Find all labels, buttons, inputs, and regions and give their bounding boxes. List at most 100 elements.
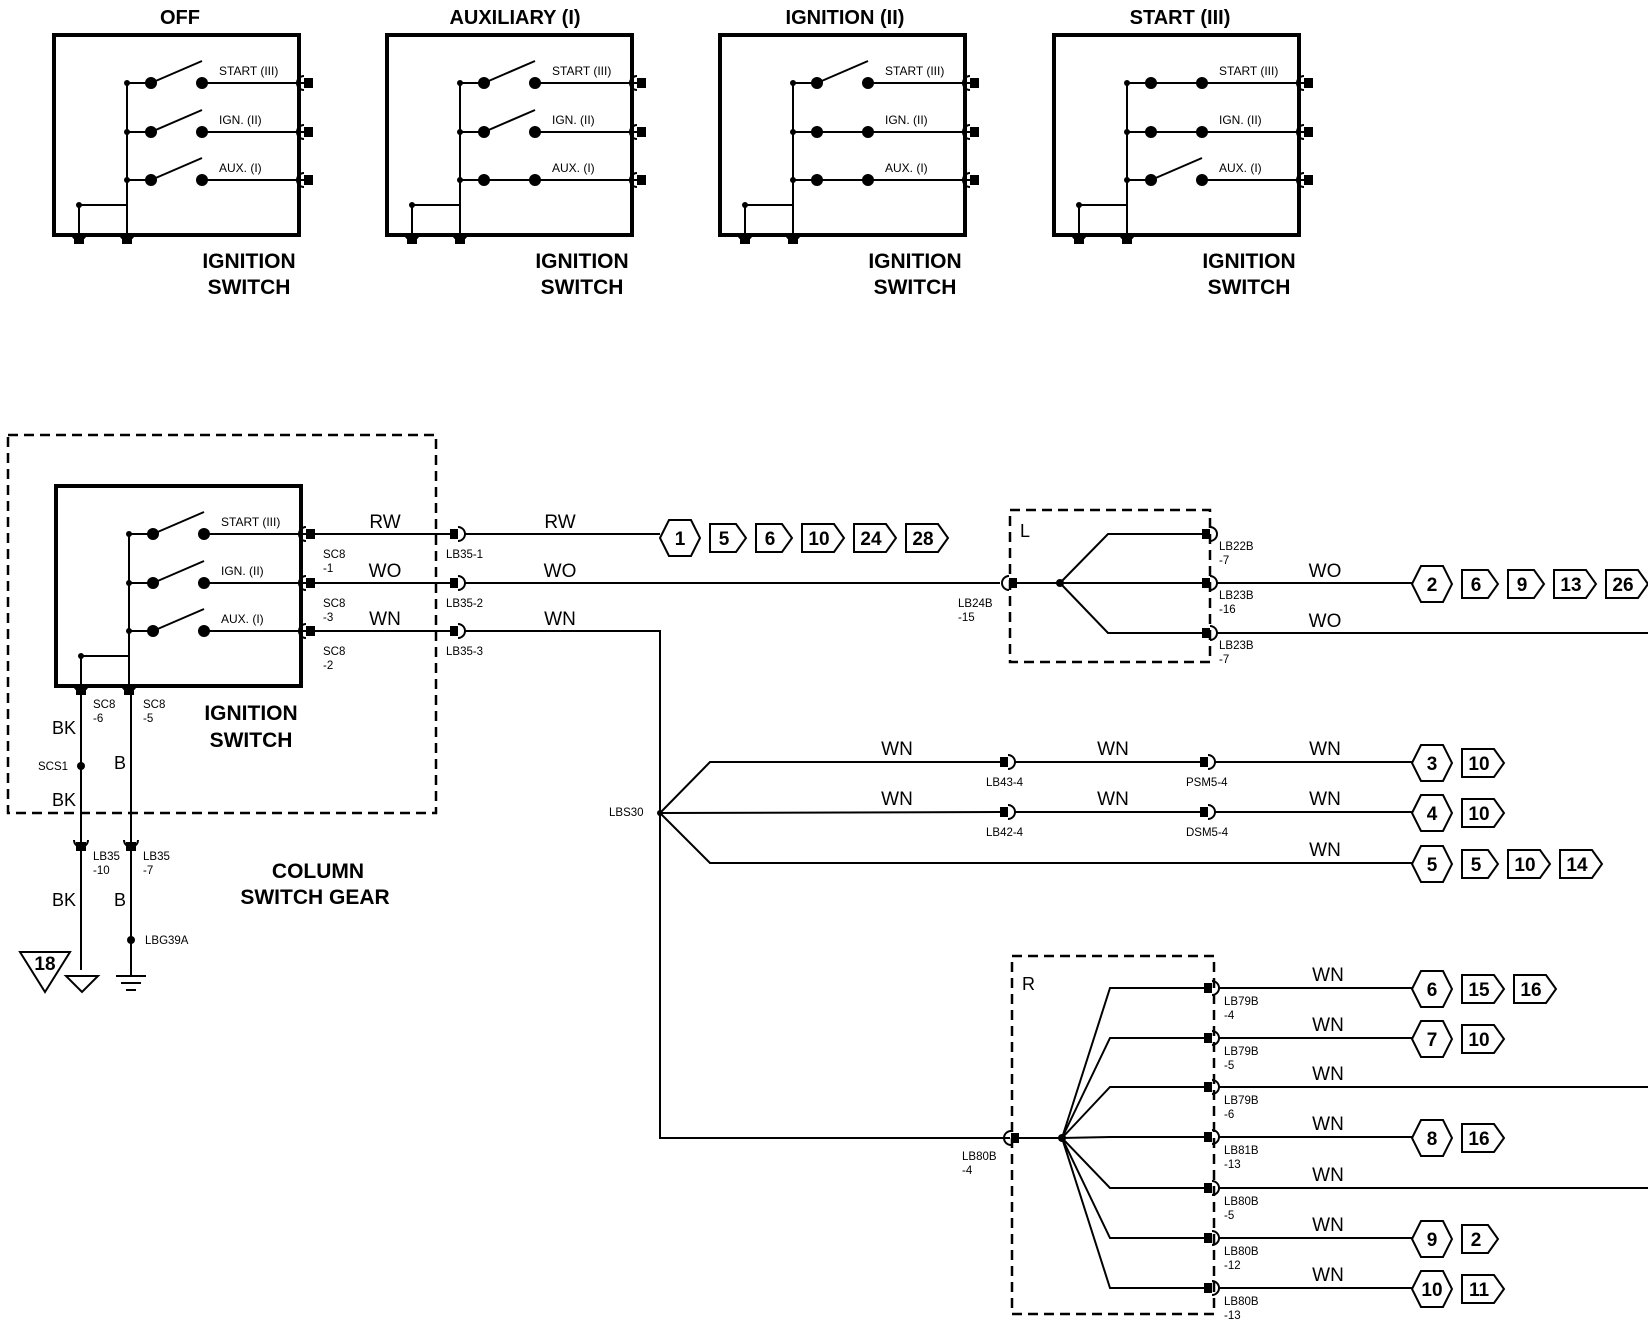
pin-block [1202, 578, 1210, 588]
branch-connector-label-line: LB80B [1224, 1246, 1259, 1258]
right-connector-line: SC8 [143, 699, 165, 711]
bottom-terminal-right [119, 232, 135, 244]
ignition-label: IGNITION [202, 250, 295, 273]
inline-connector-label-line: PSM5-4 [1186, 777, 1228, 789]
harness-l-branch: LB22B-7 [1202, 526, 1254, 567]
ref-number: 9 [1517, 575, 1528, 596]
bottom-terminal-left [404, 232, 420, 244]
switch-label-word: SWITCH [874, 276, 957, 299]
branch-connector-label-line: -6 [1224, 1109, 1234, 1121]
pin-block [1009, 578, 1017, 588]
terminal-arc [629, 75, 638, 91]
inline-connector [1200, 804, 1216, 820]
bottom-terminal-right [1119, 232, 1135, 244]
switch-housing [52, 33, 301, 237]
switch-row: AUX. (I) [124, 157, 313, 188]
ref-number: 26 [1612, 575, 1633, 596]
branch-connector-label-line: -5 [1224, 1060, 1234, 1072]
tag-outline [1461, 1123, 1506, 1153]
inline-connector-label: DSM5-4 [1186, 827, 1229, 839]
terminal-arc [296, 172, 305, 188]
ref-hexagon: 8 [1410, 1119, 1454, 1157]
branch-connector-label: LB80B-12 [1224, 1246, 1259, 1272]
terminal-connector-line: SC8 [323, 598, 345, 610]
ref-number: 9 [1427, 1230, 1438, 1251]
junction-dot [790, 129, 796, 135]
line-connector-label: LB35-2 [446, 598, 483, 610]
ref-number: 10 [1421, 1280, 1442, 1301]
tag-outline [1461, 798, 1506, 828]
terminal-pin [637, 78, 646, 88]
ref-hexagon: 2 [1410, 565, 1454, 603]
line-connector-label-line: LB35-1 [446, 549, 483, 561]
switch-label-word: SWITCH [541, 276, 624, 299]
ref-hexagon: 6 [1410, 970, 1454, 1008]
ref-arrow-tag: 9 [1507, 569, 1546, 599]
branch-connector-label-line: -13 [1224, 1159, 1241, 1171]
branch-wire [1059, 582, 1202, 634]
terminal-pin [1304, 127, 1313, 137]
ref-arrow-tag: 11 [1461, 1274, 1506, 1304]
position-title: START (III) [1130, 7, 1231, 29]
switch-housing [385, 33, 634, 237]
splice-label: SCS1 [38, 761, 68, 773]
harness-l-input-connector [1001, 575, 1017, 591]
junction-dot [457, 80, 463, 86]
wire-color-label: BK [52, 718, 76, 738]
tag-outline [1461, 849, 1500, 879]
socket-arc [1003, 1130, 1012, 1146]
ignition-switch-diagram: START (III)IGN. (II)AUX. (I) [718, 33, 979, 244]
switch-position-4: START (III)START (III)IGN. (II)AUX. (I)I… [1052, 7, 1313, 299]
ref-number: 2 [1427, 575, 1438, 596]
pin-block [740, 234, 750, 244]
junction-dot [1124, 80, 1130, 86]
pin-block [1202, 628, 1210, 638]
junction-dot [124, 129, 130, 135]
branch-connector-label: LB79B-4 [1224, 996, 1259, 1022]
hex-outline [1410, 1270, 1454, 1308]
switch-label: IGN. (II) [219, 113, 262, 127]
line-connector-label: LB35-3 [446, 646, 483, 658]
harness-l-label: L [1020, 521, 1030, 541]
ignition-label: IGNITION [868, 250, 961, 273]
pin-block [1204, 1082, 1212, 1092]
hex-outline [1410, 970, 1454, 1008]
harness-r-label: R [1022, 974, 1035, 994]
ref-number: 6 [1427, 980, 1438, 1001]
terminal-arc [629, 124, 638, 140]
ref-arrow-tag: 10 [1461, 798, 1506, 828]
switch-label: START (III) [552, 64, 611, 78]
junction-dot [457, 177, 463, 183]
branch-connector [1204, 1180, 1220, 1196]
inline-connector [1000, 804, 1016, 820]
pin-block [1204, 1233, 1212, 1243]
socket-arc [457, 623, 466, 639]
switch-housing [54, 484, 303, 688]
branch-connector [1202, 526, 1218, 542]
branch-wire [1061, 1037, 1204, 1139]
left-connector-line: -6 [93, 713, 103, 725]
junction-dot [126, 628, 132, 634]
ref-arrow-tag: 6 [755, 523, 794, 553]
contact-open [152, 511, 205, 535]
junction-dot [78, 653, 84, 659]
wire-color-label: WN [881, 739, 913, 760]
pin-block [407, 234, 417, 244]
inline-connector [1000, 754, 1016, 770]
branch-connector-label-line: LB23B [1219, 640, 1254, 652]
harness-l-input-label-line: -15 [958, 612, 975, 624]
terminal-arc [1296, 124, 1305, 140]
hex-outline [1410, 845, 1454, 883]
inline-connector-label: LB42-4 [986, 827, 1024, 839]
ref-number: 6 [1471, 575, 1482, 596]
branch-connector-label-line: LB23B [1219, 590, 1254, 602]
terminal-connector-line: -2 [323, 660, 333, 672]
harness-r-boundary [1010, 954, 1216, 1316]
lb35-left-connector: LB35-10 [93, 851, 120, 877]
